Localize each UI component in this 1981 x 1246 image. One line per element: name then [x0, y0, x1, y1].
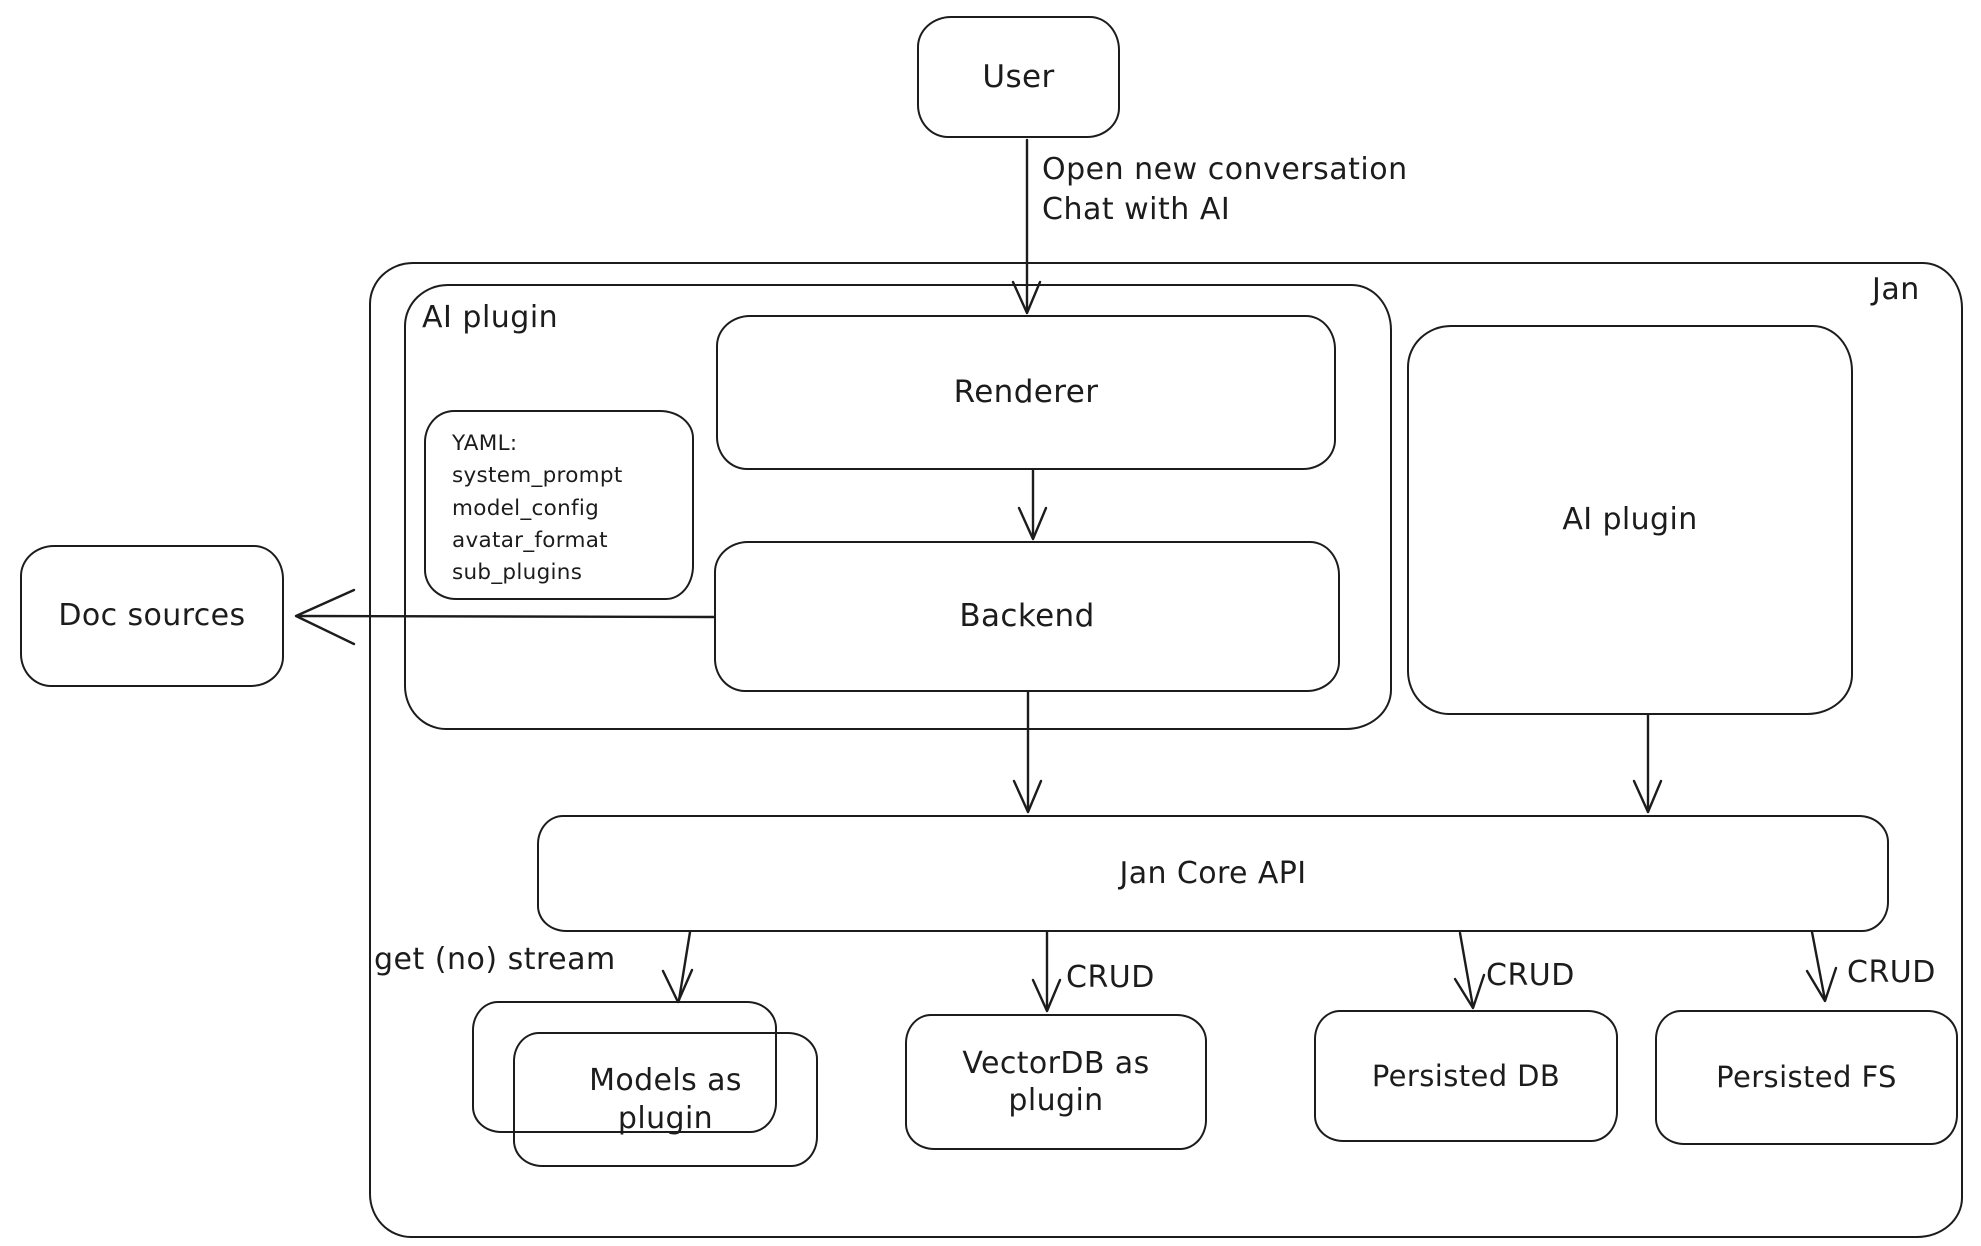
node-persisted-fs: Persisted FS: [1655, 1010, 1958, 1145]
node-persisted-db: Persisted DB: [1314, 1010, 1618, 1142]
node-models-as-plugin-label: Models as plugin: [589, 1063, 742, 1136]
ai-plugin-container: [404, 284, 1392, 730]
node-user-label: User: [982, 58, 1055, 95]
node-jan-core-api: Jan Core API: [537, 815, 1889, 932]
node-doc-sources: Doc sources: [20, 545, 284, 687]
yaml-note-line: avatar_format: [452, 527, 608, 553]
yaml-note: YAML: system_prompt model_config avatar_…: [424, 410, 694, 600]
node-ai-plugin-label: AI plugin: [1562, 502, 1698, 538]
jan-container: [369, 262, 1963, 1238]
edge-label-crud-persisted-fs: CRUD: [1847, 955, 1936, 990]
node-vectordb-as-plugin: VectorDB as plugin: [905, 1014, 1207, 1150]
ai-plugin-container-label: AI plugin: [422, 300, 559, 335]
edge-label-crud-vectordb: CRUD: [1066, 960, 1155, 995]
yaml-note-line: model_config: [452, 495, 600, 521]
node-renderer: Renderer: [716, 315, 1336, 470]
edge-label-crud-persisted-db: CRUD: [1486, 958, 1575, 993]
yaml-note-line: system_prompt: [452, 463, 623, 489]
node-ai-plugin: AI plugin: [1407, 325, 1853, 715]
node-renderer-label: Renderer: [953, 374, 1099, 411]
node-doc-sources-label: Doc sources: [58, 598, 246, 634]
node-models-as-plugin-back: [472, 1001, 777, 1133]
node-jan-core-api-label: Jan Core API: [1119, 855, 1307, 891]
node-vectordb-as-plugin-label: VectorDB as plugin: [962, 1045, 1150, 1119]
node-models-as-plugin: Models as plugin: [513, 1032, 818, 1167]
edge-label-open-new-conversation: Open new conversation Chat with AI: [1042, 152, 1408, 227]
yaml-note-line: YAML:: [452, 431, 518, 456]
node-persisted-fs-label: Persisted FS: [1716, 1060, 1897, 1095]
node-user: User: [917, 16, 1120, 138]
edge-label-get-no-stream: get (no) stream: [374, 942, 616, 977]
node-backend-label: Backend: [959, 598, 1095, 635]
jan-container-label: Jan: [1872, 272, 1920, 307]
node-backend: Backend: [714, 541, 1340, 692]
node-persisted-db-label: Persisted DB: [1371, 1058, 1561, 1093]
yaml-note-line: sub_plugins: [452, 560, 583, 585]
